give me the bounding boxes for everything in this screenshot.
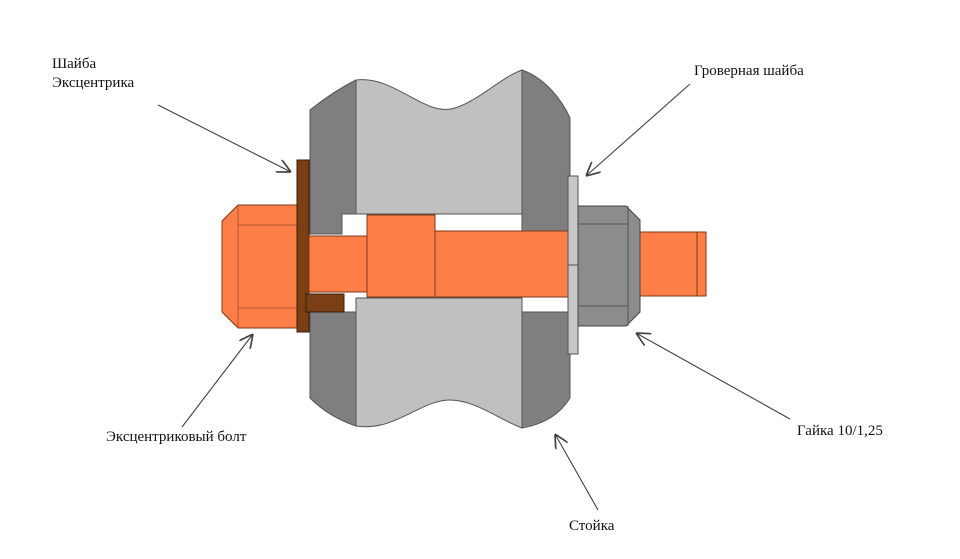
strut-left-lower <box>309 311 357 427</box>
strut <box>309 69 571 429</box>
arrow-nut <box>636 333 791 420</box>
arrow-strut <box>555 434 599 511</box>
strut-center-lower <box>355 297 523 429</box>
eccentric-washer-label: Шайба Эксцентрика <box>52 55 134 93</box>
bolt-head <box>221 204 299 329</box>
nut-label: Гайка 10/1,25 <box>797 423 883 439</box>
arrow-grover-washer <box>586 83 691 176</box>
eccentric-washer-label-line1: Шайба <box>52 56 97 72</box>
eccentric-washer <box>296 159 345 333</box>
eccentric-bolt-label: Эксцентриковый болт <box>106 429 247 445</box>
strut-label: Стойка <box>569 518 615 534</box>
eccentric-washer-label-line2: Эксцентрика <box>52 75 135 91</box>
grover-washer-label: Гроверная шайба <box>694 63 804 79</box>
strut-right-lower <box>521 311 571 429</box>
bolt-shank <box>308 214 707 298</box>
arrow-eccentric-washer <box>157 104 291 172</box>
strut-right-upper <box>521 69 571 235</box>
strut-left-upper <box>309 79 357 235</box>
strut-center-upper <box>355 69 523 215</box>
grover-washer <box>567 175 579 355</box>
callout-arrows <box>157 83 791 511</box>
arrow-eccentric-bolt <box>181 334 253 428</box>
nut <box>577 205 641 327</box>
